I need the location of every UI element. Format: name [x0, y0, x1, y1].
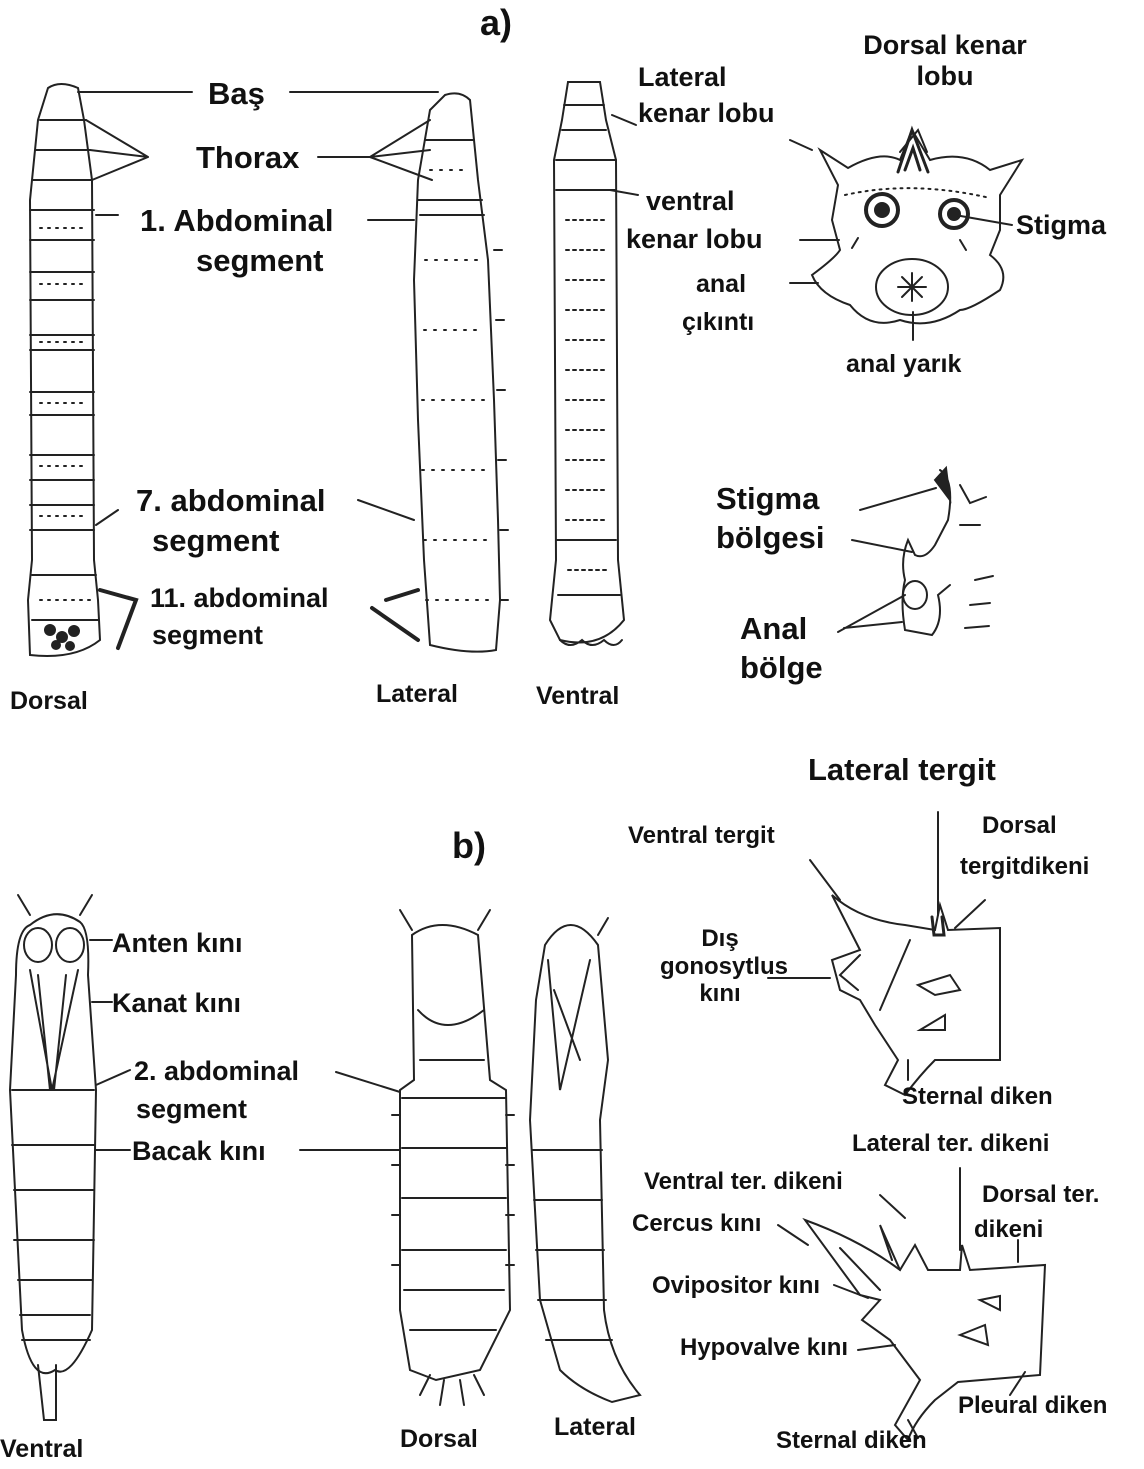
view-label-pupa-ventral: Ventral [0, 1435, 83, 1464]
label-head: Baş [208, 76, 265, 112]
label-hypovalve-sheath: Hypovalve kını [680, 1334, 848, 1362]
larva-ventral-drawing [550, 82, 624, 645]
pupa-dorsal-drawing [392, 910, 514, 1405]
label-abdominal-7-line1: 7. abdominal [136, 483, 325, 519]
view-label-dorsal: Dorsal [10, 687, 88, 716]
label-lateral-ter-spine: Lateral ter. dikeni [852, 1130, 1049, 1158]
label-thorax: Thorax [196, 140, 299, 176]
larva-dorsal-drawing [28, 84, 100, 656]
label-pleural-spine: Pleural diken [958, 1392, 1107, 1420]
label-abdominal-2-line1: 2. abdominal [134, 1056, 299, 1087]
label-abdominal-11-line1: 11. abdominal [150, 583, 329, 614]
pupa-lateral-drawing [530, 918, 640, 1402]
view-label-pupa-lateral: Lateral [554, 1413, 636, 1442]
label-ovipositor-sheath: Ovipositor kını [652, 1272, 820, 1300]
label-stigma-region-line1: Stigma [716, 481, 819, 517]
larva-lateral-drawing [414, 93, 508, 651]
label-lateral-lobe-line1: Lateral [638, 62, 727, 93]
label-outer-gonostylus-line1: Dış [660, 925, 780, 953]
view-label-lateral: Lateral [376, 680, 458, 709]
label-leg-sheath: Bacak kını [132, 1136, 266, 1167]
label-outer-gonostylus-line2: gonosytlus [660, 953, 780, 981]
label-sternal-spine-male: Sternal diken [902, 1083, 1053, 1111]
label-cercus-sheath: Cercus kını [632, 1210, 761, 1238]
label-dorsal-tergit-spine-line2: tergitdikeni [960, 853, 1089, 881]
label-abdominal-1-line2: segment [196, 243, 323, 279]
label-dorsal-lobe-line1: Dorsal kenar [844, 30, 1046, 61]
label-anal-slit: anal yarık [846, 350, 961, 379]
label-wing-sheath: Kanat kını [112, 988, 241, 1019]
label-abdominal-1-line1: 1. Abdominal [140, 203, 333, 239]
label-outer-gonostylus: Dış gonosytlus kını [660, 925, 780, 1008]
pupa-male-terminal-drawing [832, 895, 1000, 1095]
label-dorsal-tergit-spine-line1: Dorsal [982, 812, 1057, 840]
pupa-ventral-drawing [10, 895, 96, 1420]
label-lateral-tergit: Lateral tergit [808, 752, 996, 788]
label-sternal-spine-female: Sternal diken [776, 1427, 927, 1455]
label-stigma-region-line2: bölgesi [716, 520, 825, 556]
label-antenna-sheath: Anten kını [112, 928, 243, 959]
label-dorsal-ter-spine-line2: dikeni [974, 1216, 1043, 1244]
label-lateral-lobe-line2: kenar lobu [638, 98, 775, 129]
label-anal-process-line2: çıkıntı [682, 308, 754, 337]
label-stigma: Stigma [1016, 210, 1106, 241]
label-ventral-tergit: Ventral tergit [628, 822, 775, 850]
panel-a-letter: a) [480, 2, 512, 43]
label-ventral-ter-spine: Ventral ter. dikeni [644, 1168, 843, 1196]
label-anal-region-line1: Anal [740, 611, 807, 647]
larva-terminal-segment-drawing [812, 130, 1022, 323]
label-dorsal-ter-spine-line1: Dorsal ter. [982, 1181, 1099, 1209]
label-abdominal-2-line2: segment [136, 1094, 247, 1125]
view-label-ventral: Ventral [536, 682, 619, 711]
label-outer-gonostylus-line3: kını [660, 980, 780, 1008]
view-label-pupa-dorsal: Dorsal [400, 1425, 478, 1454]
label-dorsal-lobe: Dorsal kenar lobu [844, 30, 1046, 92]
label-anal-process-line1: anal [696, 270, 746, 299]
label-ventral-lobe-line1: ventral [646, 186, 735, 217]
label-abdominal-7-line2: segment [152, 523, 279, 559]
label-anal-region-line2: bölge [740, 650, 823, 686]
label-abdominal-11-line2: segment [152, 620, 263, 651]
label-dorsal-lobe-line2: lobu [844, 61, 1046, 92]
panel-b-letter: b) [452, 825, 486, 866]
label-ventral-lobe-line2: kenar lobu [626, 224, 763, 255]
